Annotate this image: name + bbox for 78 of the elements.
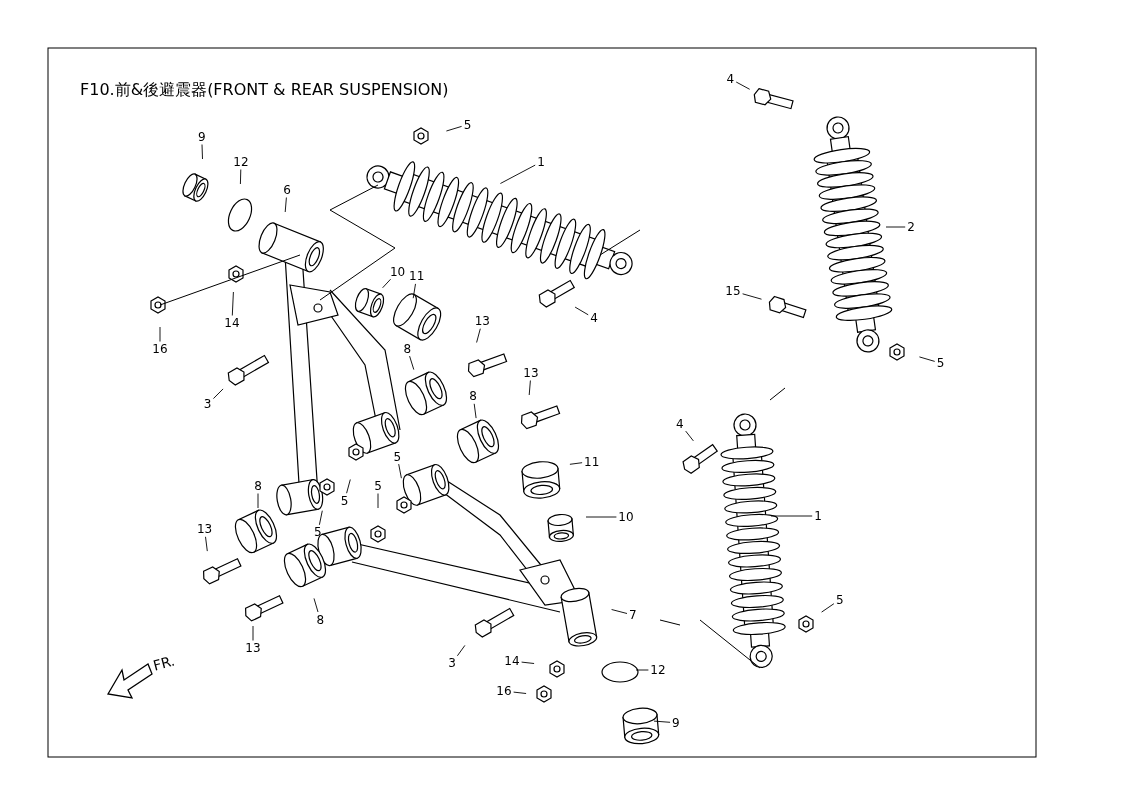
callout-number: 11: [583, 455, 601, 469]
leader-line: [821, 603, 835, 613]
callout-number: 9: [196, 130, 207, 144]
leader-line: [569, 462, 583, 465]
callout-number: 5: [935, 356, 946, 370]
leader-line: [445, 125, 463, 132]
callout-number: 13: [522, 366, 540, 380]
leader-line: [284, 197, 287, 213]
callout-number: 16: [151, 342, 169, 356]
callout-number: 1: [813, 509, 823, 523]
callout-number: 5: [392, 450, 403, 464]
leader-line: [499, 164, 536, 184]
leader-line: [318, 510, 323, 526]
leader-line: [513, 691, 527, 694]
leader-line: [252, 625, 254, 641]
leader-line: [611, 609, 628, 614]
callout-number: 5: [834, 593, 845, 607]
leader-line: [456, 644, 466, 657]
callout-number: 4: [589, 311, 599, 325]
callout-number: 5: [339, 494, 350, 508]
leader-line: [159, 326, 161, 342]
callout-number: 14: [223, 316, 241, 330]
leader-line: [574, 306, 589, 316]
callout-number: 14: [503, 654, 521, 668]
leader-line: [635, 669, 649, 671]
leader-line: [585, 516, 617, 518]
leader-line: [398, 463, 402, 479]
leader-line: [473, 403, 477, 419]
callout-number: 12: [649, 663, 667, 677]
callout-number: 8: [468, 389, 478, 403]
leader-line: [346, 479, 351, 494]
leader-line: [528, 380, 531, 396]
callout-number: 9: [671, 716, 681, 730]
callout-number: 15: [724, 284, 742, 298]
leader-line: [685, 430, 694, 442]
callout-number: 5: [462, 118, 473, 132]
leader-line: [521, 661, 535, 664]
callout-number: 5: [313, 525, 323, 539]
leader-line: [257, 493, 259, 509]
leader-line: [918, 356, 936, 362]
callout-number: 13: [244, 641, 262, 655]
leader-line: [770, 515, 813, 517]
callout-number: 8: [315, 613, 326, 626]
leader-line: [476, 328, 481, 343]
callout-number: 16: [495, 684, 513, 698]
callout-number: 10: [617, 510, 635, 524]
leader-line: [885, 226, 906, 228]
callout-number: 4: [725, 72, 736, 86]
leader-line: [231, 291, 234, 316]
callout-number: 1: [536, 155, 546, 169]
leader-line: [735, 81, 751, 90]
callout-number: 2: [906, 220, 916, 234]
callout-number: 3: [447, 656, 457, 670]
callout-number: 3: [202, 397, 213, 411]
leader-line: [382, 278, 392, 289]
leader-line: [412, 283, 416, 299]
callout-number: 11: [408, 269, 426, 283]
leader-line: [377, 493, 379, 509]
callout-number: 5: [373, 479, 383, 493]
callout-number: 13: [195, 522, 214, 536]
leader-line: [313, 597, 319, 613]
title: F10.前&後避震器(FRONT & REAR SUSPENSION): [80, 80, 449, 101]
callout-number: 13: [473, 314, 491, 328]
leader-line: [409, 355, 415, 371]
direction-label: FR.: [151, 652, 177, 674]
callout-number: 8: [253, 479, 263, 493]
callout-number: 4: [675, 417, 685, 431]
callout-number: 10: [388, 265, 407, 279]
leader-line: [742, 293, 762, 300]
leader-line: [653, 720, 671, 723]
callout-number: 6: [282, 183, 292, 197]
leader-line: [201, 144, 203, 160]
callout-number: 12: [232, 155, 250, 169]
callout-number: 8: [402, 342, 413, 356]
leader-line: [205, 536, 208, 552]
leader-line: [239, 169, 242, 185]
callout-number: 7: [628, 608, 638, 622]
leader-line: [212, 388, 224, 400]
